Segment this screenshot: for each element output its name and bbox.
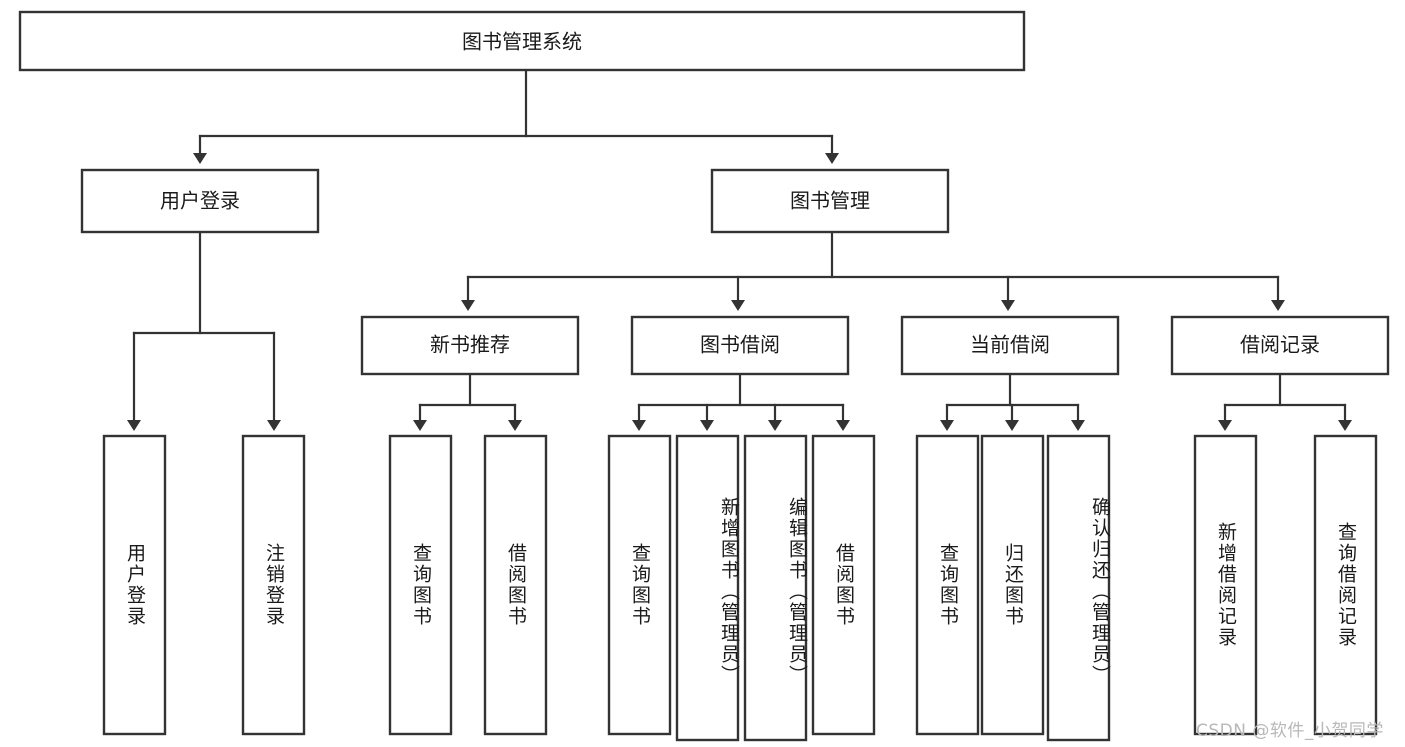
leaf-box-current-borrow-0[interactable] [915, 434, 980, 736]
connector-group-current-borrow [940, 372, 1085, 431]
connector-group-book-borrow [632, 372, 850, 431]
leaf-box-current-borrow-1[interactable] [980, 434, 1045, 736]
node-user-login-box[interactable] [80, 168, 320, 234]
leaf-box-book-borrow-3[interactable] [811, 434, 876, 736]
node-new-book-recommend-box[interactable] [360, 315, 580, 376]
node-root-label: 图书管理系统 [462, 30, 582, 54]
node-borrow-record[interactable]: 借阅记录 [1170, 315, 1390, 376]
connector-group-user-login [127, 230, 281, 431]
node-book-management-box[interactable] [710, 168, 950, 234]
node-root[interactable]: 图书管理系统 [18, 10, 1026, 72]
leaf-box-borrow-record-0[interactable] [1193, 434, 1258, 736]
leaf-box-borrow-record-1[interactable] [1313, 434, 1378, 736]
node-current-borrow[interactable]: 当前借阅 [900, 315, 1120, 376]
node-borrow-record-box[interactable] [1170, 315, 1390, 376]
leaf-box-new-book-0[interactable] [388, 434, 453, 736]
leaf-box-book-borrow-1[interactable] [675, 434, 740, 742]
node-new-book-recommend-label: 新书推荐 [430, 333, 510, 357]
node-book-borrow-label: 图书借阅 [700, 333, 780, 357]
node-book-management[interactable]: 图书管理 [710, 168, 950, 234]
node-book-borrow-box[interactable] [630, 315, 850, 376]
leaf-box-book-borrow-0[interactable] [607, 434, 672, 736]
leaf-box-book-borrow-2[interactable] [743, 434, 808, 742]
node-new-book-recommend[interactable]: 新书推荐 [360, 315, 580, 376]
leaf-box-new-book-1[interactable] [483, 434, 548, 736]
node-current-borrow-label: 当前借阅 [970, 333, 1050, 357]
node-user-login[interactable]: 用户登录 [80, 168, 320, 234]
connector-group-root [193, 68, 839, 164]
csdn-watermark: CSDN @软件_小贺同学 [1196, 721, 1384, 741]
node-borrow-record-label: 借阅记录 [1240, 333, 1320, 357]
node-root-box[interactable] [18, 10, 1026, 72]
leaf-box-user-login-0[interactable] [102, 434, 167, 736]
connector-group-book-mgmt [461, 230, 1285, 311]
leaf-box-user-login-1[interactable] [241, 434, 306, 736]
node-user-login-label: 用户登录 [160, 189, 240, 213]
connector-group-borrow-record [1218, 372, 1352, 431]
leaf-box-current-borrow-2[interactable] [1046, 434, 1111, 742]
node-book-management-label: 图书管理 [790, 189, 870, 213]
connector-group-new-book [413, 372, 522, 431]
node-book-borrow[interactable]: 图书借阅 [630, 315, 850, 376]
node-current-borrow-box[interactable] [900, 315, 1120, 376]
